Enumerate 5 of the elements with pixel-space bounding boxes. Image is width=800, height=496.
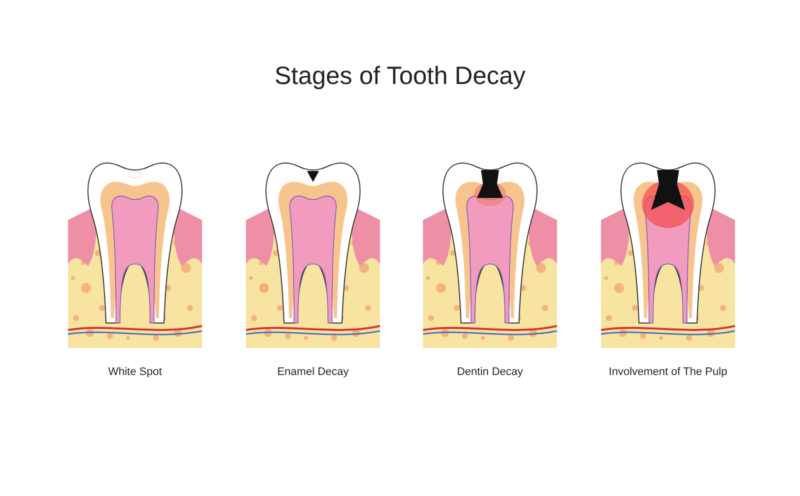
caption: Involvement of The Pulp	[608, 366, 728, 378]
caption: Dentin Decay	[456, 366, 524, 378]
caption: White Spot	[107, 366, 163, 378]
caption: Enamel Decay	[276, 366, 350, 378]
title: Stages of Tooth Decay	[273, 62, 527, 91]
